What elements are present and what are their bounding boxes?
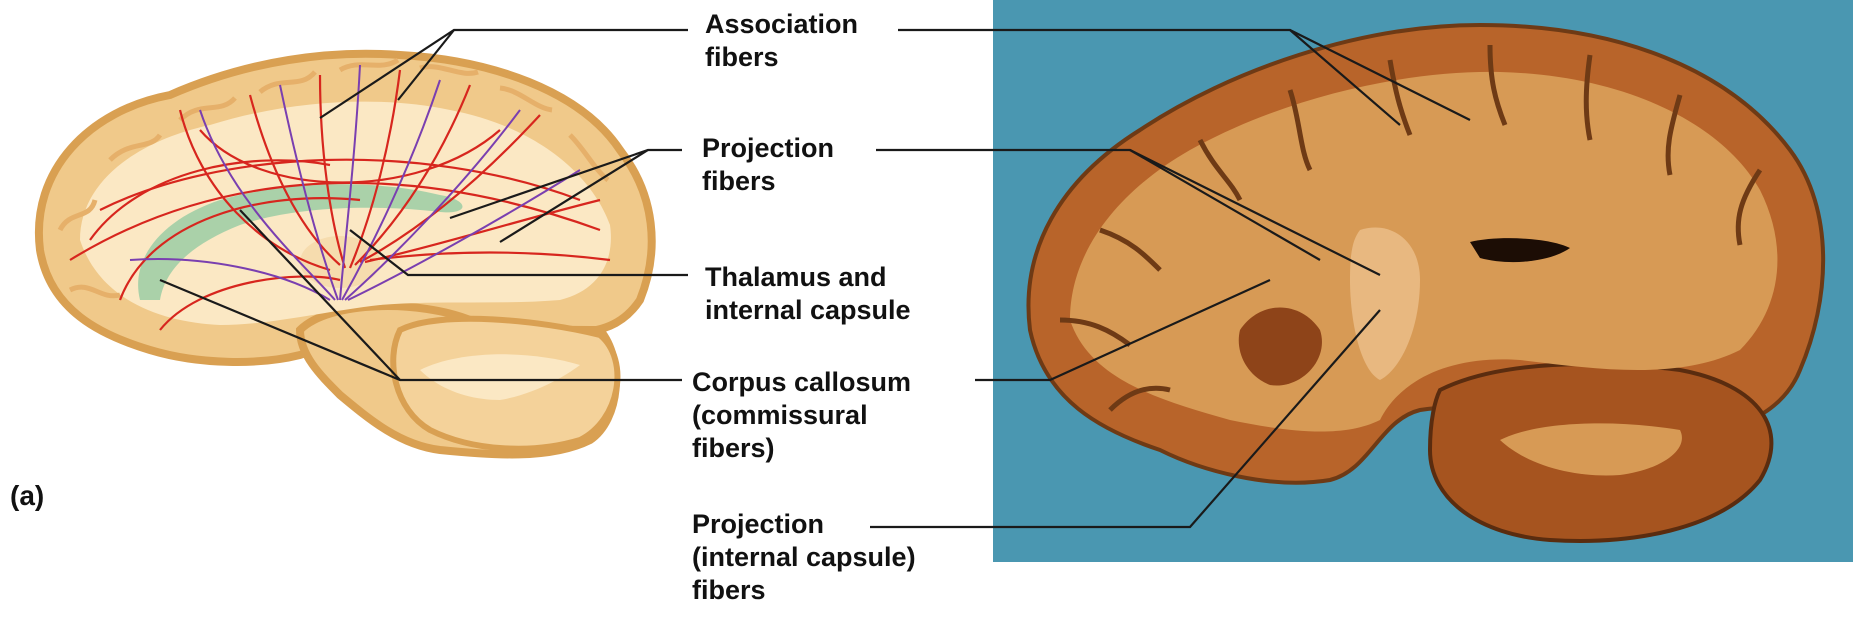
label-thalamus-line1: Thalamus and bbox=[705, 261, 911, 294]
label-projection-fibers: Projection fibers bbox=[702, 132, 834, 198]
label-thalamus-internal-capsule: Thalamus and internal capsule bbox=[705, 261, 911, 327]
label-association-line1: Association bbox=[705, 8, 858, 41]
label-projection-bottom-line2: (internal capsule) bbox=[692, 541, 916, 574]
label-corpus-callosum: Corpus callosum (commissural fibers) bbox=[692, 366, 911, 465]
label-association-line2: fibers bbox=[705, 41, 858, 74]
label-corpus-line1: Corpus callosum bbox=[692, 366, 911, 399]
label-projection-top-line2: fibers bbox=[702, 165, 834, 198]
photograph-panel bbox=[993, 0, 1853, 562]
schematic-brain-drawing bbox=[39, 54, 652, 455]
label-projection-bottom-line1: Projection bbox=[692, 508, 916, 541]
label-association-fibers: Association fibers bbox=[705, 8, 858, 74]
label-projection-top-line1: Projection bbox=[702, 132, 834, 165]
label-projection-bottom-line3: fibers bbox=[692, 574, 916, 607]
label-thalamus-line2: internal capsule bbox=[705, 294, 911, 327]
label-corpus-line3: fibers) bbox=[692, 432, 911, 465]
label-projection-internal-capsule: Projection (internal capsule) fibers bbox=[692, 508, 916, 607]
panel-label: (a) bbox=[10, 480, 44, 512]
label-corpus-line2: (commissural bbox=[692, 399, 911, 432]
